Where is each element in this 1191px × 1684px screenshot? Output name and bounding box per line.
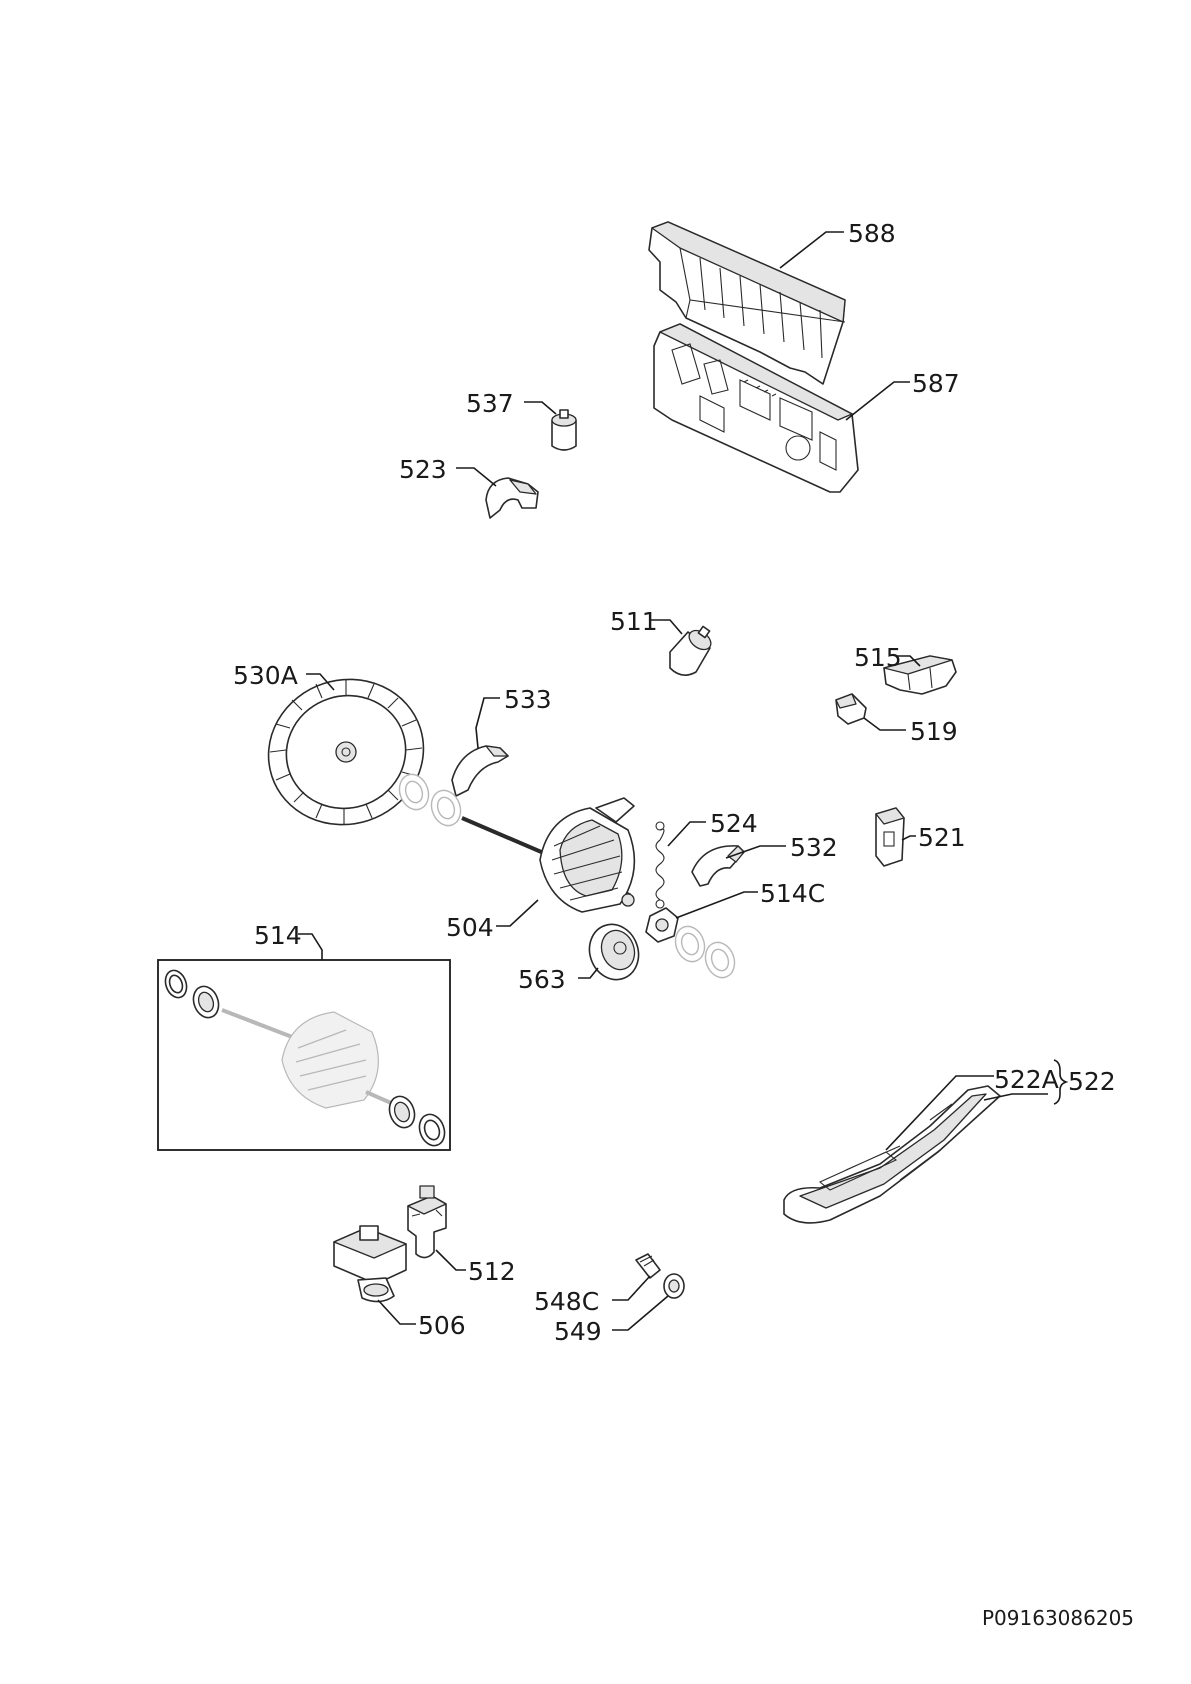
part-587-control-board[interactable] [653,323,859,493]
leader-511 [650,619,683,635]
part-522-filter-holder[interactable] [783,1085,1001,1224]
label-512: 512 [468,1257,516,1286]
label-515: 515 [854,643,902,672]
label-504: 504 [446,913,494,942]
label-514: 514 [254,921,302,950]
label-506: 506 [418,1311,466,1340]
part-519-sensor[interactable] [835,693,867,725]
leader-537 [524,401,557,415]
bearing-rings-right [674,925,736,979]
part-549-nut[interactable] [663,1273,685,1299]
part-506-pump[interactable] [333,1225,407,1303]
label-522: 522 [1068,1067,1116,1096]
label-537: 537 [466,389,514,418]
leader-532 [725,845,786,859]
label-548c: 548C [534,1287,599,1316]
leader-512 [435,1249,466,1271]
leader-587 [845,381,910,421]
label-588: 588 [848,219,896,248]
label-519: 519 [910,717,958,746]
leader-522 [983,1093,1048,1101]
part-524-spring[interactable] [655,821,665,909]
leader-521 [901,835,916,841]
bearing-kit-frame [157,959,451,1151]
part-532-brush[interactable] [691,845,745,887]
label-587: 587 [912,369,960,398]
leader-563 [578,967,599,979]
leader-519 [863,717,906,731]
part-514c-seal-plate[interactable] [645,907,679,943]
part-588-cover[interactable] [648,221,846,385]
part-533-clamp[interactable] [451,745,509,797]
part-530a-fan-wheel[interactable] [250,659,443,844]
label-522a: 522A [994,1065,1059,1094]
brace-522 [1053,1059,1069,1105]
leader-533 [475,697,500,749]
label-549: 549 [554,1317,602,1346]
leader-504 [496,899,539,927]
part-523-clip[interactable] [485,477,539,519]
leader-523 [456,467,497,487]
part-563-pulley[interactable] [582,917,646,986]
document-number: P09163086205 [982,1606,1134,1630]
part-504-motor[interactable] [461,797,636,913]
label-514c: 514C [760,879,825,908]
label-532: 532 [790,833,838,862]
part-521-switch[interactable] [875,807,905,867]
part-514-bearing-kit[interactable] [162,967,449,1149]
label-521: 521 [918,823,966,852]
leader-548c [612,1275,651,1301]
label-563: 563 [518,965,566,994]
leader-514c [675,891,758,919]
leader-506 [377,1299,416,1325]
leader-515 [896,655,921,667]
part-548c-fitting[interactable] [635,1253,661,1279]
leader-588 [779,231,844,269]
label-524: 524 [710,809,758,838]
leader-549 [612,1295,669,1331]
leader-524 [667,821,706,847]
label-530a: 530A [233,661,298,690]
leader-530a [306,673,335,691]
leader-522a [885,1075,994,1151]
label-511: 511 [610,607,658,636]
part-537-capacitor[interactable] [551,409,577,451]
bearing-rings-left [398,773,462,827]
part-512-valve[interactable] [407,1185,447,1259]
leader-514 [298,933,323,960]
label-533: 533 [504,685,552,714]
label-523: 523 [399,455,447,484]
part-511-capacitor[interactable] [669,625,714,676]
